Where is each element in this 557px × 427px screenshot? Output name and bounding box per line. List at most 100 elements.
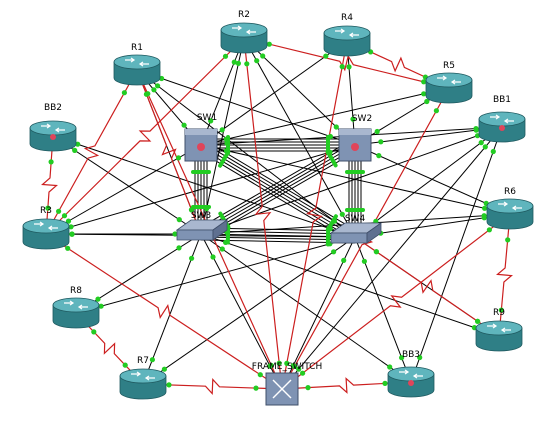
ethernet-link-r2-sw1-port-a <box>231 59 237 65</box>
serial-link-r1-sw3[interactable] <box>136 69 202 235</box>
serial-link-bb3-fs-port-a <box>382 380 388 386</box>
ethernet-link-r2-sw4-port-b <box>339 211 345 217</box>
ethernet-link-fs-sw4-port-b <box>341 257 347 263</box>
ethernet-link-r4-sw1[interactable] <box>200 40 348 146</box>
ethernet-link-fs-sw3[interactable] <box>200 233 283 390</box>
serial-link-bb3-fs-port-b <box>305 385 311 391</box>
device-r8[interactable] <box>52 297 100 329</box>
device-r7[interactable] <box>119 368 167 400</box>
device-label-r4: R4 <box>341 13 353 23</box>
ethernet-link-r2-sw1[interactable] <box>200 37 245 146</box>
trunk-link-sw2-sw3-1[interactable] <box>202 147 357 238</box>
ethernet-link-bb3-bb1-port-a <box>417 354 423 361</box>
trunk-link-sw1-sw4-0[interactable] <box>203 139 359 233</box>
device-label-sw1: SW1 <box>197 113 217 123</box>
serial-link-r9-sw4-port-b <box>373 249 379 255</box>
serial-link-r9-sw4[interactable] <box>354 236 500 337</box>
ethernet-link-bb1-fs-port-a <box>482 144 488 150</box>
r6-arrows-icon <box>498 201 522 211</box>
ethernet-link-r4-sw2[interactable] <box>346 40 356 146</box>
trunk-link-sw2-sw3-0[interactable] <box>203 149 359 240</box>
ethernet-link-r1-sw4-port-a <box>155 83 161 89</box>
serial-link-r4-r5[interactable] <box>346 40 450 89</box>
device-label-r7: R7 <box>137 356 149 366</box>
trunk-link-sw2-sw3-2[interactable] <box>200 144 356 235</box>
trunk-link-sw2-sw3-3[interactable] <box>199 141 354 232</box>
device-bb3[interactable] <box>387 366 435 398</box>
serial-link-r6-r9[interactable] <box>496 213 513 337</box>
ethernet-link-bb3-sw3-port-b <box>219 246 225 252</box>
serial-link-r4-fs[interactable] <box>281 40 348 390</box>
trunk-link-sw1-sw4-2[interactable] <box>200 144 356 238</box>
r8-router-top <box>52 297 100 313</box>
ethernet-link-r3-sw1[interactable] <box>45 144 202 235</box>
ethernet-link-bb2-sw3[interactable] <box>52 135 202 235</box>
bb2-router-top <box>29 120 77 136</box>
device-sw1[interactable] <box>184 128 218 162</box>
serial-link-r8-r7[interactable] <box>75 312 144 385</box>
ethernet-link-r4-sw2-port-b <box>350 116 356 122</box>
device-bb1[interactable] <box>478 111 526 143</box>
device-label-sw3: SW3 <box>191 211 211 221</box>
serial-link-r6-fs[interactable] <box>281 213 511 390</box>
ethernet-link-r5-sw2-port-a <box>424 98 430 105</box>
device-label-fs: FRAME_SWITCH <box>252 362 322 372</box>
serial-link-bb2-r3[interactable] <box>41 135 58 235</box>
ethernet-link-r1-sw4[interactable] <box>136 69 356 238</box>
ethernet-link-r7-sw3-port-b <box>189 255 195 261</box>
device-sw3[interactable] <box>175 219 229 241</box>
ethernet-link-r1-sw2[interactable] <box>136 69 356 146</box>
ethernet-link-bb3-sw3[interactable] <box>200 233 412 383</box>
bb1-arrows-icon <box>490 114 514 124</box>
device-bb2[interactable] <box>29 120 77 152</box>
serial-link-r1-r3[interactable] <box>45 69 138 235</box>
device-r3[interactable] <box>22 218 70 250</box>
serial-link-r5-fs-port-a <box>433 108 439 114</box>
r5-router-top <box>425 72 473 88</box>
device-r2[interactable] <box>220 22 268 54</box>
device-r5[interactable] <box>425 72 473 104</box>
ethernet-link-r2-sw4[interactable] <box>243 37 356 238</box>
device-r1[interactable] <box>113 54 161 86</box>
trunk-link-sw1-sw4-4[interactable] <box>197 149 353 243</box>
serial-link-r3-fs[interactable] <box>45 233 283 390</box>
device-label-r2: R2 <box>238 10 250 20</box>
sw1-switch-top <box>185 129 217 135</box>
r2-arrows-icon <box>232 25 256 35</box>
bb3-router-top <box>387 366 435 382</box>
ethernet-link-r2-sw3[interactable] <box>200 37 245 235</box>
serial-link-r2-r5-port-b <box>421 79 427 85</box>
device-fs[interactable] <box>265 372 299 406</box>
sw4-switch-front <box>330 232 368 244</box>
ethernet-link-r3-sw3-port-b <box>172 231 178 237</box>
serial-link-r2-r3[interactable] <box>45 37 245 235</box>
ethernet-link-r3-sw4-port-a <box>69 231 75 237</box>
r4-arrows-icon <box>335 28 359 38</box>
trunk-ports-sw1-sw4-a <box>218 149 231 168</box>
serial-link-r2-fs-port-b <box>276 360 282 366</box>
serial-link-r2-fs[interactable] <box>243 37 283 390</box>
ethernet-link-r9-sw3[interactable] <box>200 233 500 337</box>
device-r4[interactable] <box>323 25 371 57</box>
ethernet-link-r7-sw4[interactable] <box>142 236 356 385</box>
r3-router-top <box>22 218 70 234</box>
device-sw2[interactable] <box>338 128 372 162</box>
ethernet-link-bb1-sw4[interactable] <box>354 126 503 238</box>
ethernet-link-r7-sw3-port-a <box>149 357 155 363</box>
serial-link-r6-fs-port-b <box>300 370 306 376</box>
device-label-sw4: SW4 <box>345 214 366 224</box>
device-r9[interactable] <box>475 320 523 352</box>
bb3-arrows-icon <box>399 369 423 379</box>
sw4-switch-side <box>366 222 382 244</box>
device-r6[interactable] <box>486 198 534 230</box>
fs-cross-arrows-icon <box>272 379 292 399</box>
serial-link-r7-fs-port-a <box>166 382 172 388</box>
r7-arrows-icon <box>131 371 155 381</box>
sw1-switch-center <box>197 143 205 151</box>
serial-link-r1-sw3-port-b <box>188 207 195 213</box>
ethernet-link-bb1-fs[interactable] <box>281 126 503 390</box>
serial-link-bb3-fs[interactable] <box>281 377 412 394</box>
device-sw4[interactable] <box>329 222 383 244</box>
serial-link-r7-fs[interactable] <box>142 378 283 395</box>
ethernet-link-r5-sw1[interactable] <box>200 87 450 146</box>
